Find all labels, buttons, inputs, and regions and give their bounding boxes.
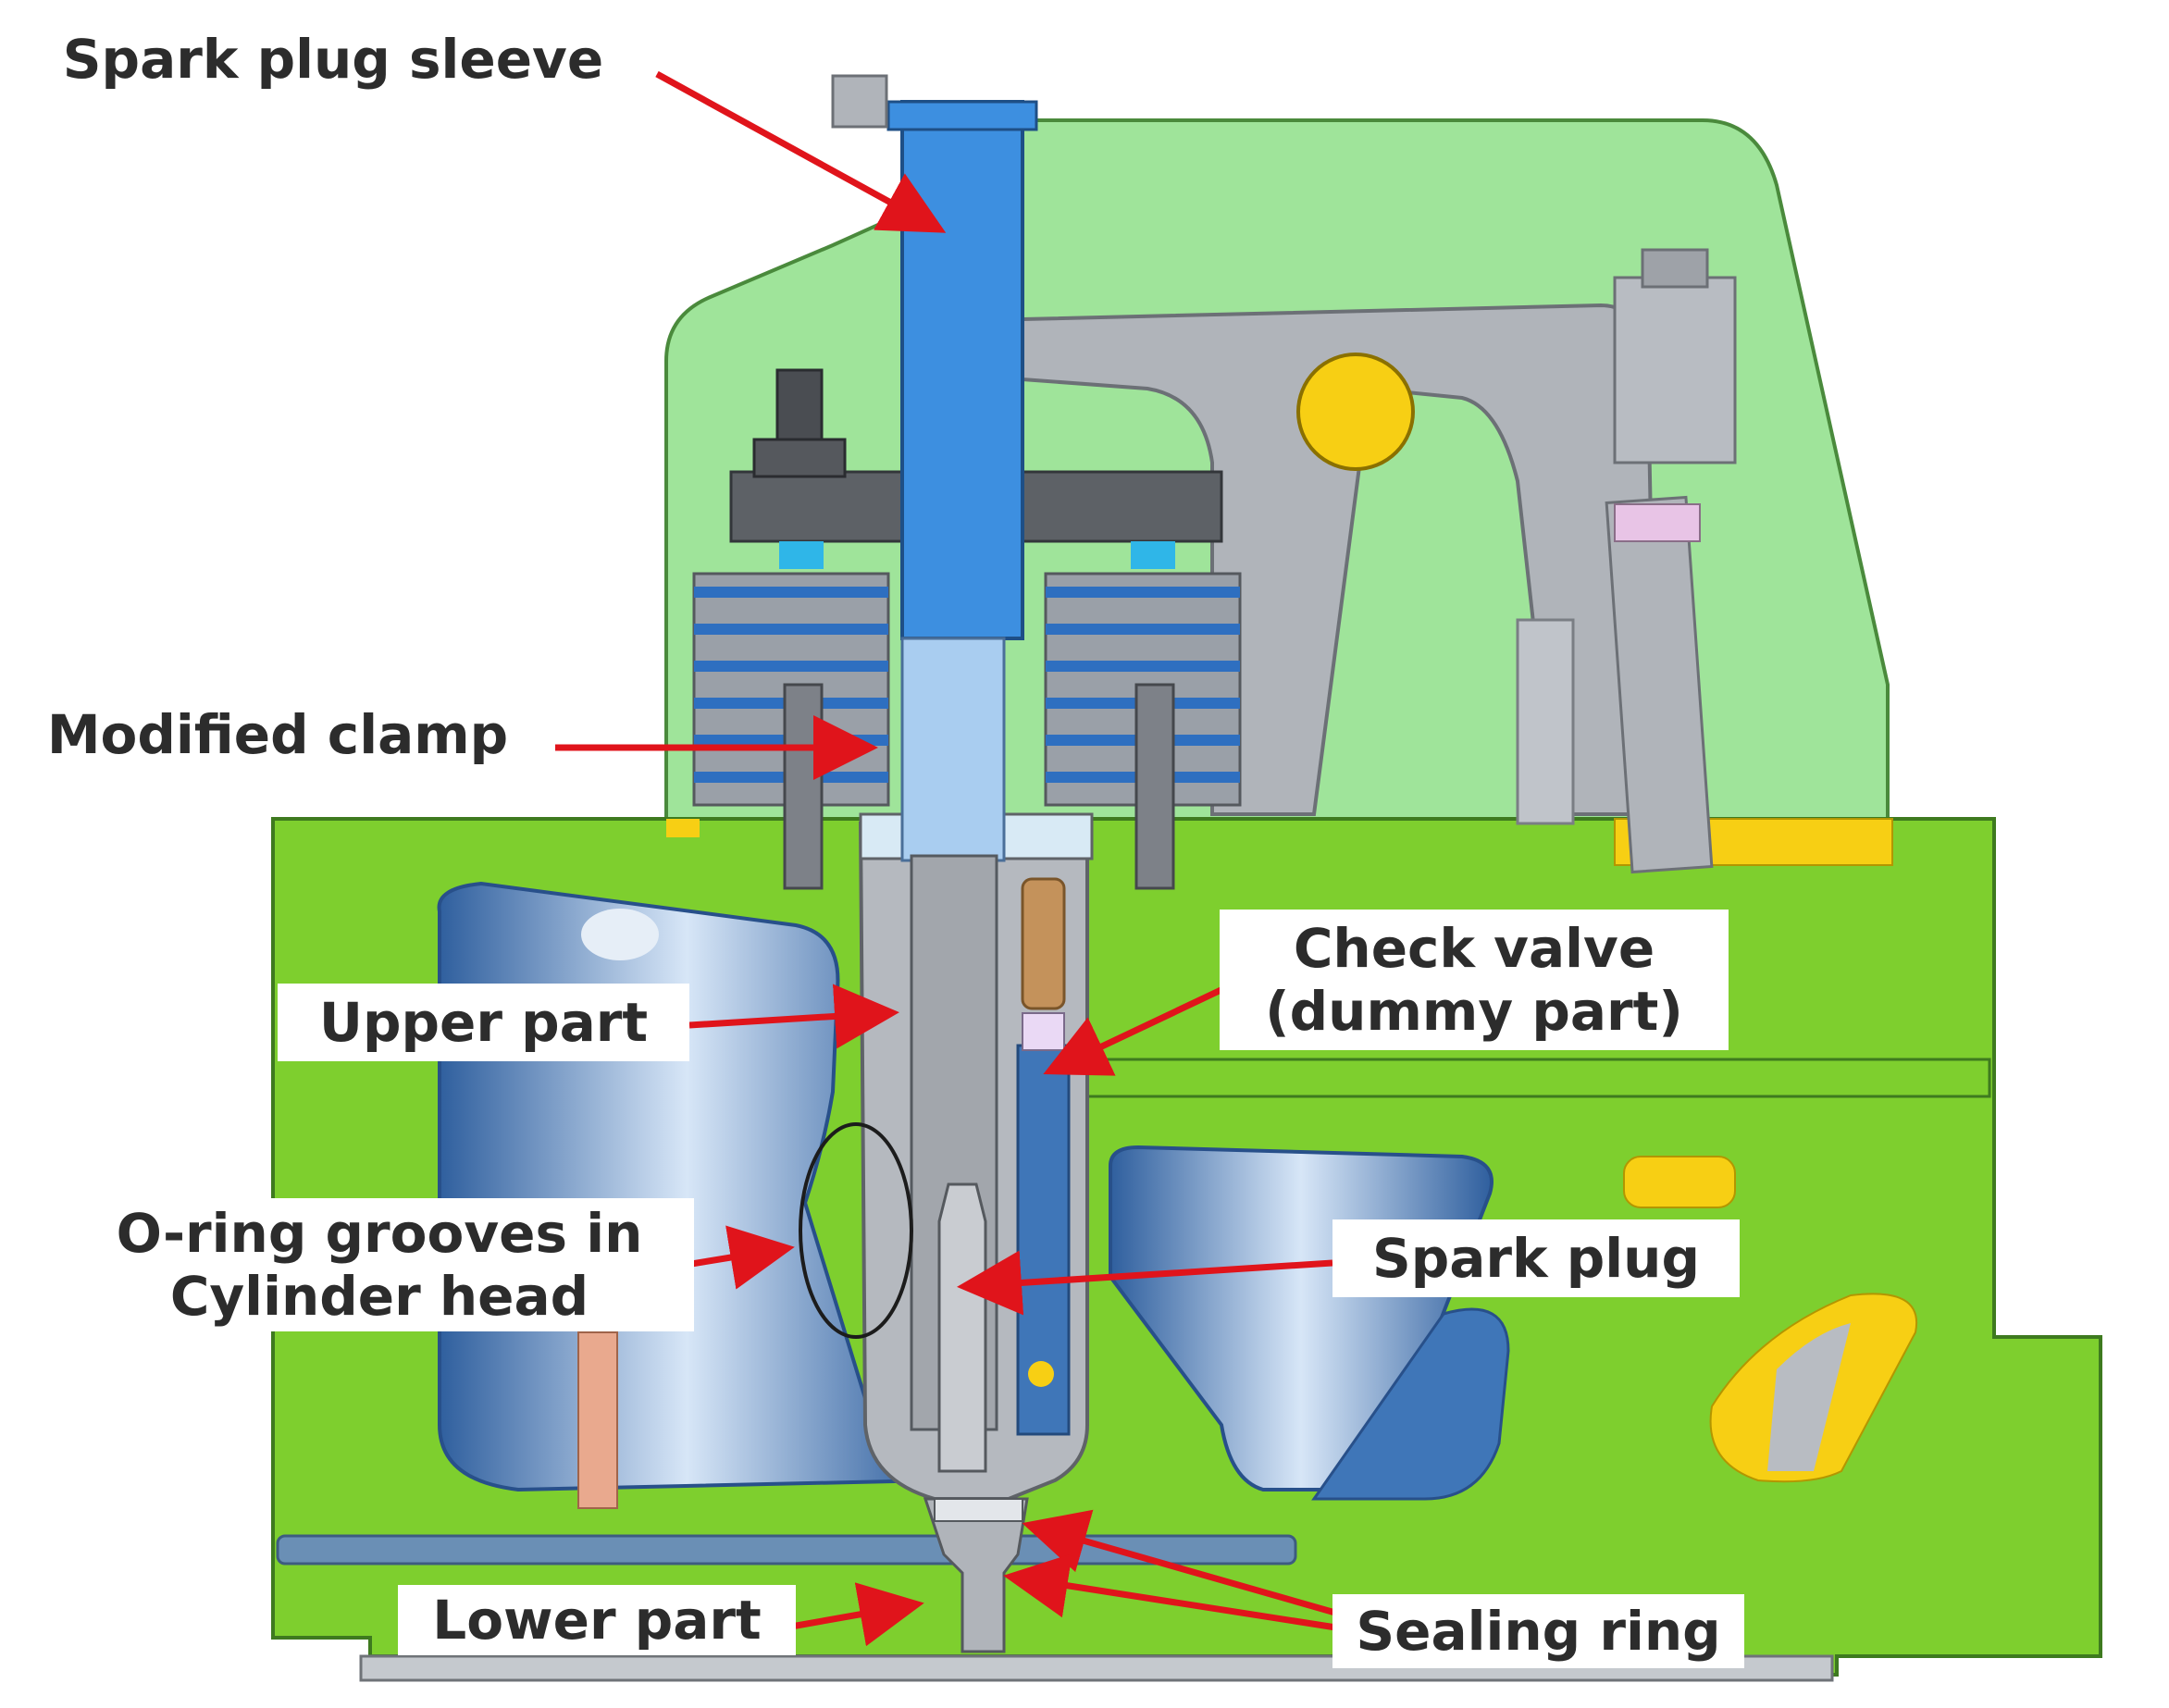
arrow-spark-plug (957, 1250, 1333, 1316)
label-spark-plug: Spark plug (1332, 1219, 1740, 1297)
adjuster-screw (1613, 276, 1737, 464)
valve-stem-left (783, 683, 824, 890)
check-valve-body (1021, 877, 1066, 1010)
gray-curve-right (1767, 1323, 1851, 1471)
spark-plug-sleeve-tube (900, 100, 1024, 640)
check-valve-ball (1028, 1361, 1054, 1387)
water-jacket-highlight (581, 909, 659, 960)
label-check-valve-line2: (dummy part) (1265, 980, 1683, 1043)
annotation-arrows (555, 70, 1343, 1647)
arrow-sealing-ring-1 (1022, 1509, 1343, 1618)
base-plate (359, 1654, 1834, 1682)
adjuster-nut (1641, 248, 1709, 289)
label-o-ring-line2: Cylinder head (169, 1265, 589, 1328)
sealing-ring-element (934, 1498, 1023, 1522)
arrow-sealing-ring-2 (1003, 1553, 1343, 1632)
spark-plug-body (937, 1182, 987, 1473)
yellow-insert-left (666, 819, 700, 837)
pink-rod (577, 1331, 618, 1509)
label-lower-part: Lower part (398, 1585, 796, 1655)
arrow-upper-part (688, 984, 899, 1049)
label-upper-part: Upper part (278, 984, 689, 1061)
push-rod (1605, 495, 1714, 874)
arrow-spark-plug-sleeve (655, 70, 947, 233)
right-jacket-lobe (1311, 1307, 1510, 1501)
label-o-ring-line1: O-ring grooves in (116, 1202, 643, 1265)
check-valve-tip (1022, 1012, 1065, 1051)
arrow-o-ring (679, 1225, 795, 1290)
arrow-lower-part (790, 1582, 924, 1647)
o-ring-highlight-ellipse (799, 1122, 913, 1339)
valve-stem-right (1134, 683, 1175, 890)
push-rod-collar (1614, 503, 1701, 542)
label-o-ring-grooves: O-ring grooves in Cylinder head (65, 1198, 694, 1331)
sleeve-top-flange (886, 100, 1038, 131)
label-modified-clamp: Modified clamp (46, 703, 509, 766)
label-check-valve: Check valve (dummy part) (1220, 910, 1729, 1050)
cover-bolt (831, 74, 888, 129)
sleeve-lower-section (900, 637, 1006, 862)
arrow-check-valve (1043, 982, 1233, 1076)
label-spark-plug-sleeve: Spark plug sleeve (62, 28, 604, 91)
label-check-valve-line1: Check valve (1293, 917, 1655, 980)
label-sealing-ring: Sealing ring (1332, 1594, 1744, 1668)
bridge-bolt-head (752, 438, 847, 478)
yellow-block-right (1623, 1156, 1736, 1208)
oil-gallery (1081, 1058, 1991, 1098)
rocker-shaft-yellow (1296, 353, 1415, 471)
gray-pillar (1516, 618, 1575, 825)
